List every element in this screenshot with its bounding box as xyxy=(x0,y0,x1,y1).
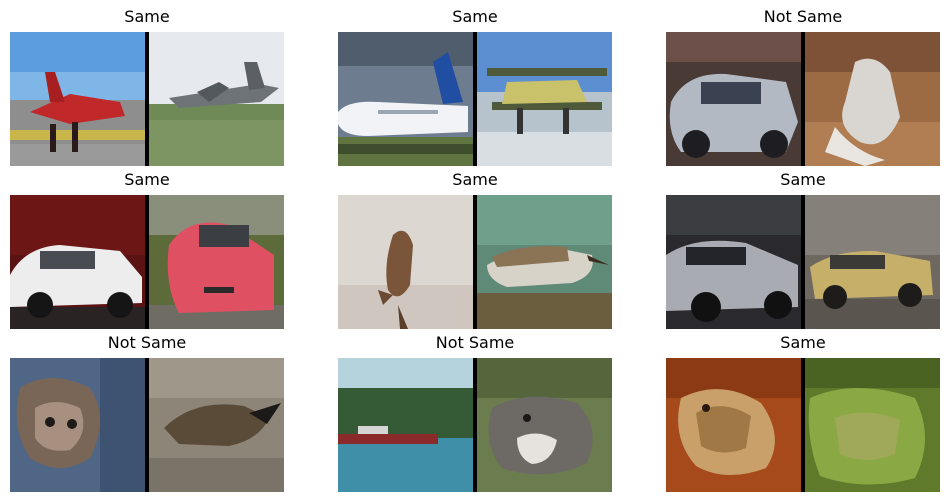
pair-panel: Not Same xyxy=(666,7,940,166)
bird-image xyxy=(149,358,284,492)
airplane-image xyxy=(338,32,473,166)
pair-panel: Same xyxy=(338,170,612,329)
cat-image xyxy=(10,358,145,492)
pair-panel: Same xyxy=(338,7,612,166)
pair-label: Same xyxy=(780,170,826,189)
image-pair xyxy=(666,32,940,166)
frog-image xyxy=(666,358,801,492)
frog-image xyxy=(805,358,940,492)
image-pair xyxy=(338,195,612,329)
automobile-image xyxy=(666,195,801,329)
ship-image xyxy=(338,358,473,492)
pair-label: Not Same xyxy=(435,333,515,352)
airplane-image xyxy=(149,32,284,166)
automobile-image xyxy=(149,195,284,329)
pair-label: Not Same xyxy=(107,333,187,352)
bird-image xyxy=(338,195,473,329)
pair-panel: Same xyxy=(666,333,940,492)
pair-panel: Same xyxy=(10,7,284,166)
cat-image xyxy=(477,358,612,492)
pair-panel: Not Same xyxy=(10,333,284,492)
pair-panel: Same xyxy=(666,170,940,329)
image-pair xyxy=(10,195,284,329)
pair-label: Same xyxy=(780,333,826,352)
airplane-image xyxy=(477,32,612,166)
pair-label: Same xyxy=(124,170,170,189)
image-pair xyxy=(10,358,284,492)
pair-label: Same xyxy=(452,170,498,189)
bird-image xyxy=(805,32,940,166)
pair-label: Not Same xyxy=(763,7,843,26)
automobile-image xyxy=(666,32,801,166)
pair-label: Same xyxy=(452,7,498,26)
pair-panel: Same xyxy=(10,170,284,329)
automobile-image xyxy=(805,195,940,329)
pair-label: Same xyxy=(124,7,170,26)
pair-panel: Not Same xyxy=(338,333,612,492)
airplane-image xyxy=(10,32,145,166)
image-pair xyxy=(666,195,940,329)
image-pair xyxy=(338,358,612,492)
image-pair xyxy=(10,32,284,166)
bird-image xyxy=(477,195,612,329)
image-pair xyxy=(338,32,612,166)
automobile-image xyxy=(10,195,145,329)
image-pair xyxy=(666,358,940,492)
